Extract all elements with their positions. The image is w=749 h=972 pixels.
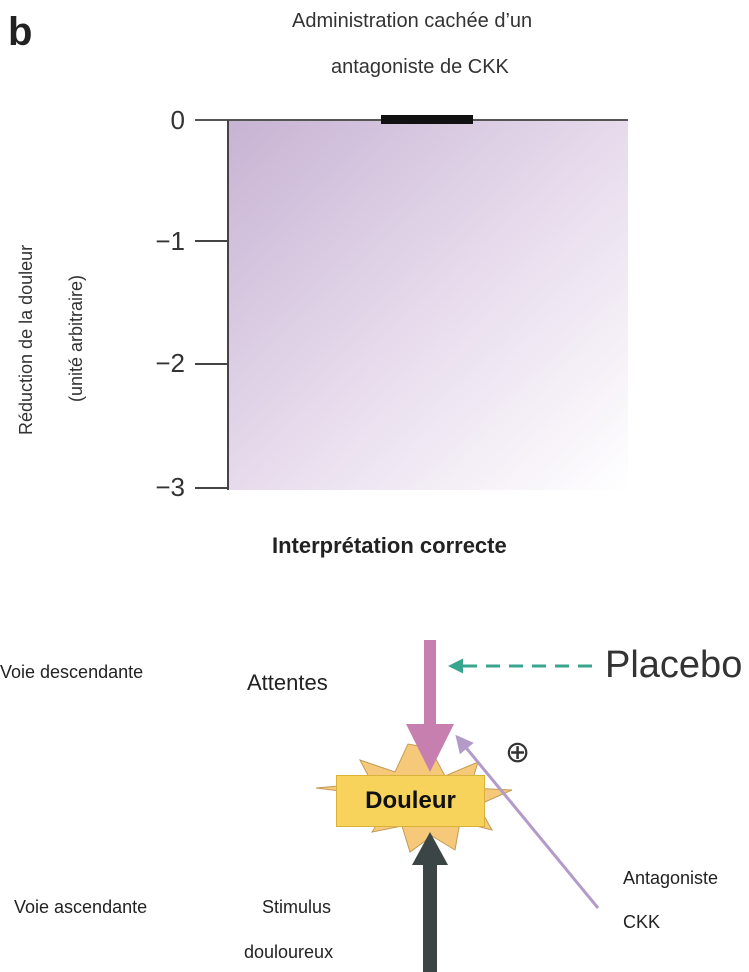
ascending-arrow-head	[412, 832, 448, 865]
antagonist-arrow	[455, 734, 600, 909]
antagoniste-label-line2: CKK	[623, 912, 661, 932]
y-tick-label-2: −2	[155, 348, 185, 378]
chart-caption-line1: Administration cachée d’un	[292, 10, 533, 32]
stimulus-label-line2: douloureux	[244, 942, 334, 962]
y-tick-label-1: −1	[155, 226, 185, 256]
placebo-label: Placebo	[605, 644, 743, 686]
voie-ascendante-label: Voie ascendante	[14, 897, 148, 917]
chart-area-fill	[228, 120, 628, 490]
stimulus-label-line1: Stimulus	[262, 897, 332, 917]
voie-descendante-label: Voie descendante	[0, 662, 144, 682]
x-axis-caption: Interprétation correcte	[272, 533, 507, 558]
y-tick-label-0: 0	[170, 105, 185, 135]
antagoniste-label-line1: Antagoniste	[623, 868, 719, 888]
chart-caption-line2: antagoniste de CKK	[331, 56, 509, 78]
douleur-box: Douleur	[336, 775, 485, 827]
y-tick-label-3: −3	[155, 472, 185, 502]
chart-plot	[195, 115, 628, 490]
attentes-label: Attentes	[247, 670, 328, 695]
administration-bar	[381, 115, 473, 124]
douleur-label: Douleur	[365, 787, 456, 814]
plus-circle-icon: ⊕	[505, 736, 531, 769]
panel-label: b	[8, 10, 33, 54]
